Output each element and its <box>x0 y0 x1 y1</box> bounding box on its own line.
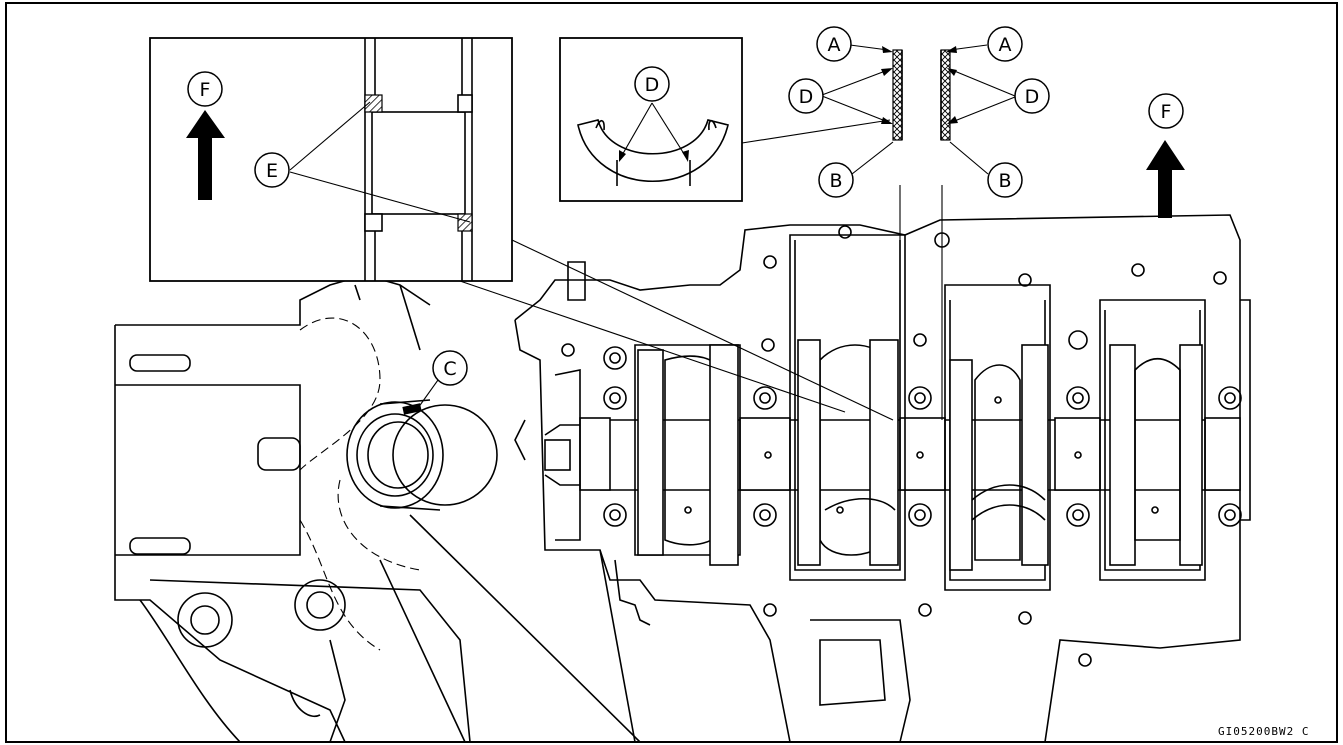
svg-text:D: D <box>645 74 660 96</box>
inset-e <box>149 37 513 282</box>
bearing-c <box>337 399 498 571</box>
figure-code: GI05200BW2 C <box>1218 725 1309 738</box>
left-crankcase <box>114 274 641 743</box>
callout-d-right: D <box>1014 78 1050 114</box>
callout-d-left: D <box>788 78 824 114</box>
callout-f-inset: F <box>187 71 223 107</box>
svg-text:E: E <box>266 160 278 182</box>
callout-leaders <box>289 44 1016 409</box>
svg-text:F: F <box>200 79 211 101</box>
callout-a-right: A <box>987 26 1023 62</box>
svg-text:B: B <box>998 170 1011 192</box>
figure-border <box>5 2 1338 743</box>
up-arrow-icon <box>186 110 225 200</box>
right-crankcase <box>514 214 1251 743</box>
svg-text:A: A <box>828 34 841 56</box>
washer-section-left <box>892 49 903 420</box>
svg-text:F: F <box>1161 101 1172 123</box>
callout-f-right: F <box>1148 93 1184 129</box>
up-arrow-icon <box>1146 140 1185 218</box>
svg-text:C: C <box>443 358 456 380</box>
callout-c: C <box>432 350 468 386</box>
svg-text:A: A <box>999 34 1012 56</box>
inset-d <box>559 37 891 202</box>
svg-text:D: D <box>1025 86 1040 108</box>
washer-section-right <box>940 49 951 420</box>
callout-b-left: B <box>818 162 854 198</box>
case-bolts <box>561 225 1242 667</box>
callout-b-right: B <box>987 162 1023 198</box>
callout-e: E <box>254 152 290 188</box>
callout-a-left: A <box>816 26 852 62</box>
callout-d-inset: D <box>634 66 670 102</box>
svg-text:B: B <box>829 170 842 192</box>
svg-text:D: D <box>799 86 814 108</box>
